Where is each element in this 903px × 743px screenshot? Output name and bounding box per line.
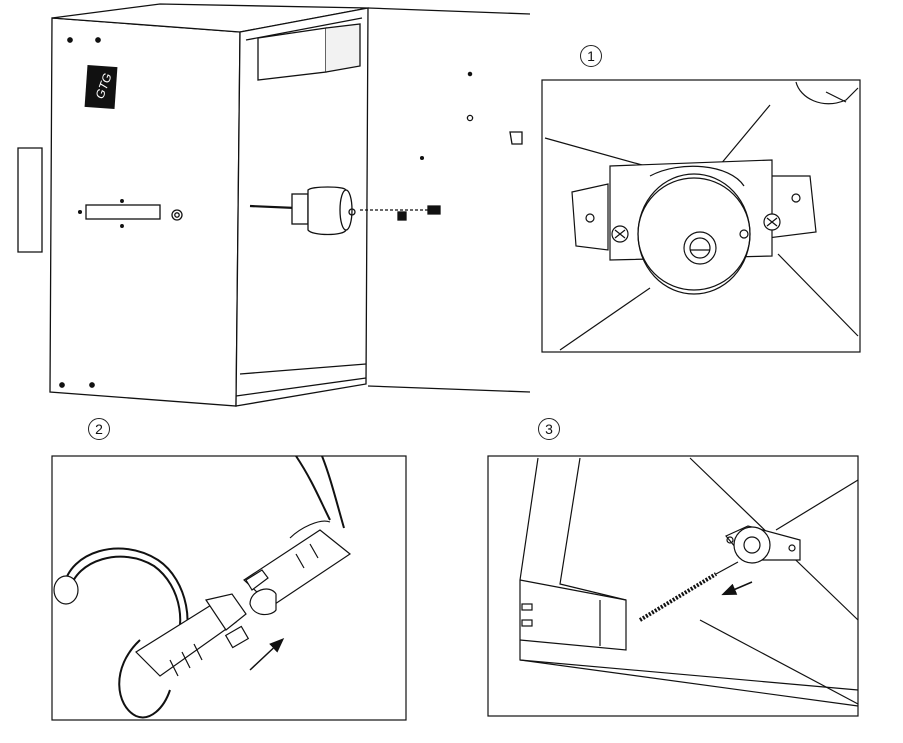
housing-exploded-view bbox=[17, 3, 531, 407]
detail-panel-3 bbox=[487, 455, 859, 717]
step-3-label: 3 bbox=[538, 418, 560, 440]
step-1-label: 1 bbox=[580, 45, 602, 67]
detail-panel-2 bbox=[51, 455, 407, 721]
brand-logo-icon: GTG bbox=[84, 65, 118, 109]
arrow-icon bbox=[249, 637, 285, 671]
detail-panel-1 bbox=[541, 79, 861, 353]
arrow-icon bbox=[721, 581, 753, 596]
step-2-label: 2 bbox=[88, 418, 110, 440]
